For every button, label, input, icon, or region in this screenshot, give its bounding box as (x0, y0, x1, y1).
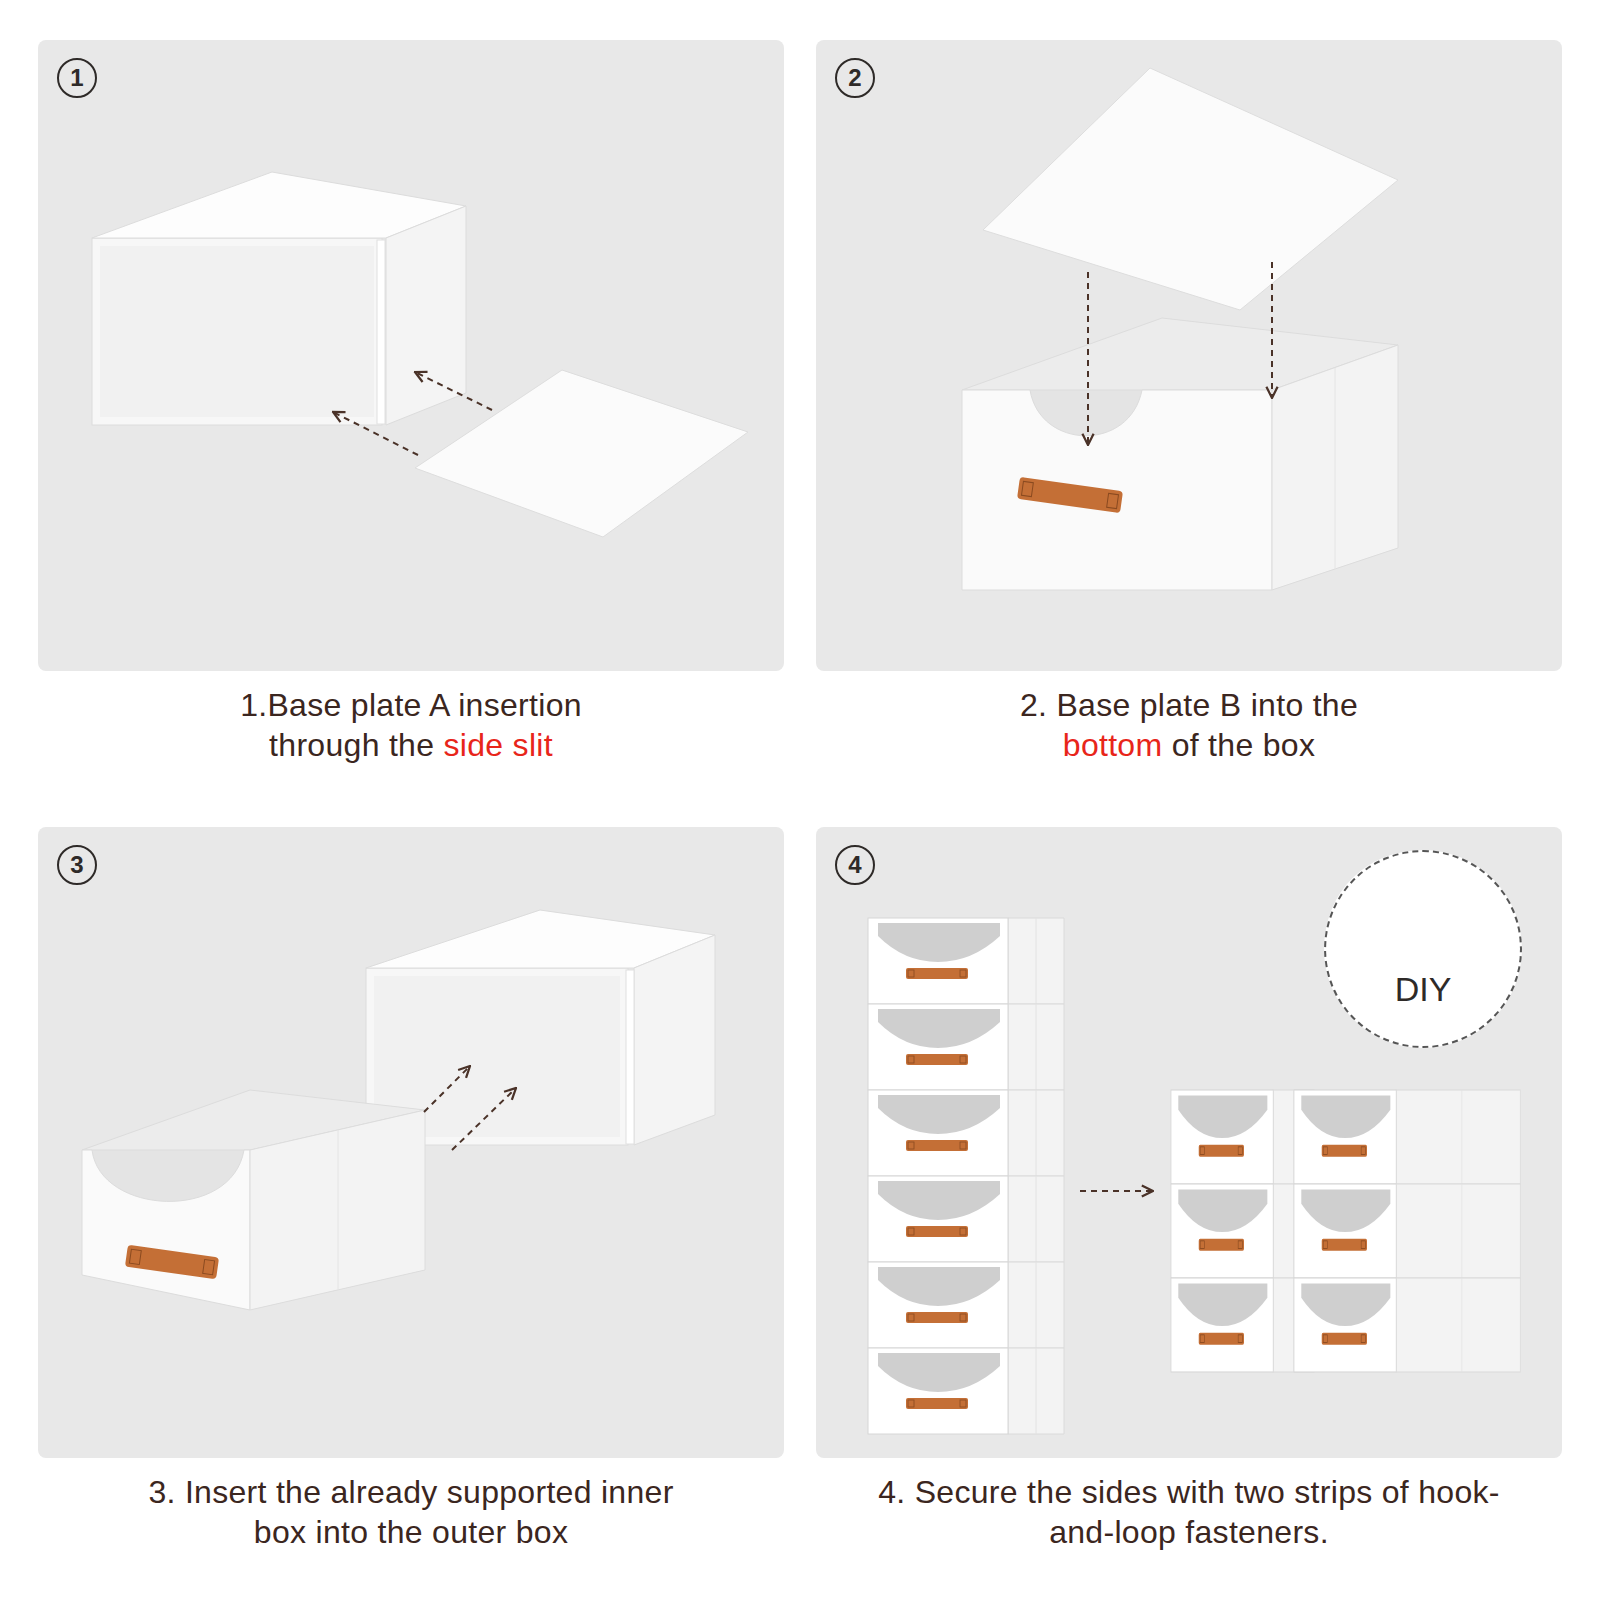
step-illustration (38, 40, 784, 671)
insert-arrow (415, 372, 492, 410)
inner-box (962, 318, 1398, 590)
diy-badge: DIY (1324, 850, 1522, 1048)
insert-arrow (452, 1088, 516, 1150)
step-number-text: 2 (848, 66, 861, 90)
step-panel: 33. Insert the already supported inner b… (38, 827, 784, 1458)
step-panel: 22. Base plate B into the bottom of the … (816, 40, 1562, 671)
drawer-stack (868, 918, 1064, 1434)
step-illustration (38, 827, 784, 1458)
step-panel: 4DIY4. Secure the sides with two strips … (816, 827, 1562, 1458)
insert-arrow (1271, 262, 1273, 398)
step-number-text: 3 (70, 853, 83, 877)
step-number-text: 4 (848, 853, 861, 877)
step-caption: 4. Secure the sides with two strips of h… (871, 1472, 1507, 1552)
step-number: 3 (57, 845, 97, 885)
step-panel: 11.Base plate A insertion through the si… (38, 40, 784, 671)
diy-text: DIY (1326, 972, 1520, 1006)
step-caption: 1.Base plate A insertion through the sid… (186, 685, 636, 765)
outer-box (92, 172, 466, 425)
step-number: 2 (835, 58, 875, 98)
insert-arrow (1087, 272, 1089, 445)
step-number-text: 1 (70, 66, 83, 90)
inner-box (82, 1090, 425, 1310)
step-number: 4 (835, 845, 875, 885)
insert-arrow (424, 1066, 470, 1112)
step-illustration (816, 40, 1562, 671)
step-number: 1 (57, 58, 97, 98)
base-plate (983, 68, 1398, 310)
rearrange-arrow (1080, 1190, 1153, 1192)
step-caption: 2. Base plate B into the bottom of the b… (989, 685, 1389, 765)
step-caption: 3. Insert the already supported inner bo… (121, 1472, 701, 1552)
insert-arrow (333, 412, 418, 455)
drawer-grid (1171, 1090, 1520, 1372)
base-plate (415, 370, 748, 537)
